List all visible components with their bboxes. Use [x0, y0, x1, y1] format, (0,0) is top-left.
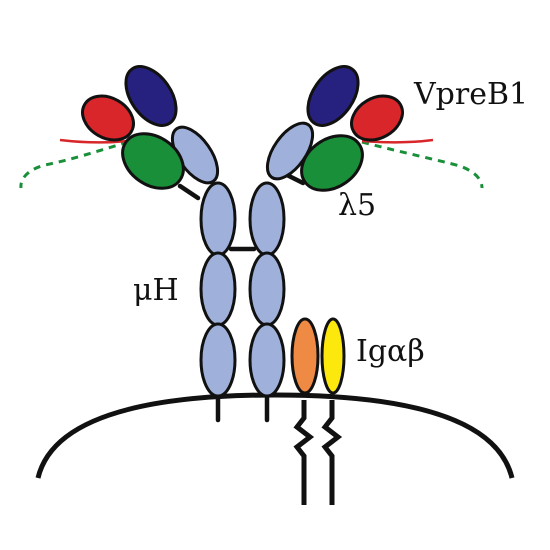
- mu-heavy-domain: [199, 181, 237, 257]
- cell-membrane: [35, 392, 515, 479]
- lambda5-tail-right: [361, 140, 484, 189]
- variable-heavy-domain-right: [306, 65, 360, 127]
- vpreb1-tail-right: [361, 138, 434, 144]
- mu-heavy-domain: [248, 251, 286, 327]
- mu-heavy-domain: [248, 181, 286, 257]
- mu-heavy-chain-right: [248, 121, 315, 398]
- lambda5-domain-right: [300, 134, 364, 192]
- ig-alpha-domain: [290, 317, 320, 395]
- mu-heavy-domain: [248, 322, 286, 398]
- vpreb1-domain-left: [81, 94, 135, 142]
- ig-alpha-beta-label: Igαβ: [356, 334, 425, 369]
- mu-heavy-label: μH: [133, 273, 179, 308]
- ig-beta-domain: [320, 317, 346, 395]
- mu-heavy-chain-left: [170, 125, 237, 398]
- vpreb1-domain-right: [350, 94, 404, 142]
- vpreb1-tail-left: [59, 138, 129, 144]
- lambda5-label: λ5: [338, 188, 376, 223]
- mu-heavy-domain: [199, 322, 237, 398]
- ig-alpha-transmembrane-tail: [293, 400, 315, 505]
- vpreb1-label: VpreB1: [413, 77, 528, 112]
- lambda5-tail-left: [19, 140, 129, 189]
- ig-beta-transmembrane-tail: [321, 400, 343, 505]
- lambda5-domain-left: [121, 132, 185, 190]
- mu-heavy-domain: [199, 251, 237, 327]
- variable-heavy-domain-left: [124, 65, 178, 127]
- lambda5-heavy-link-left: [177, 183, 201, 201]
